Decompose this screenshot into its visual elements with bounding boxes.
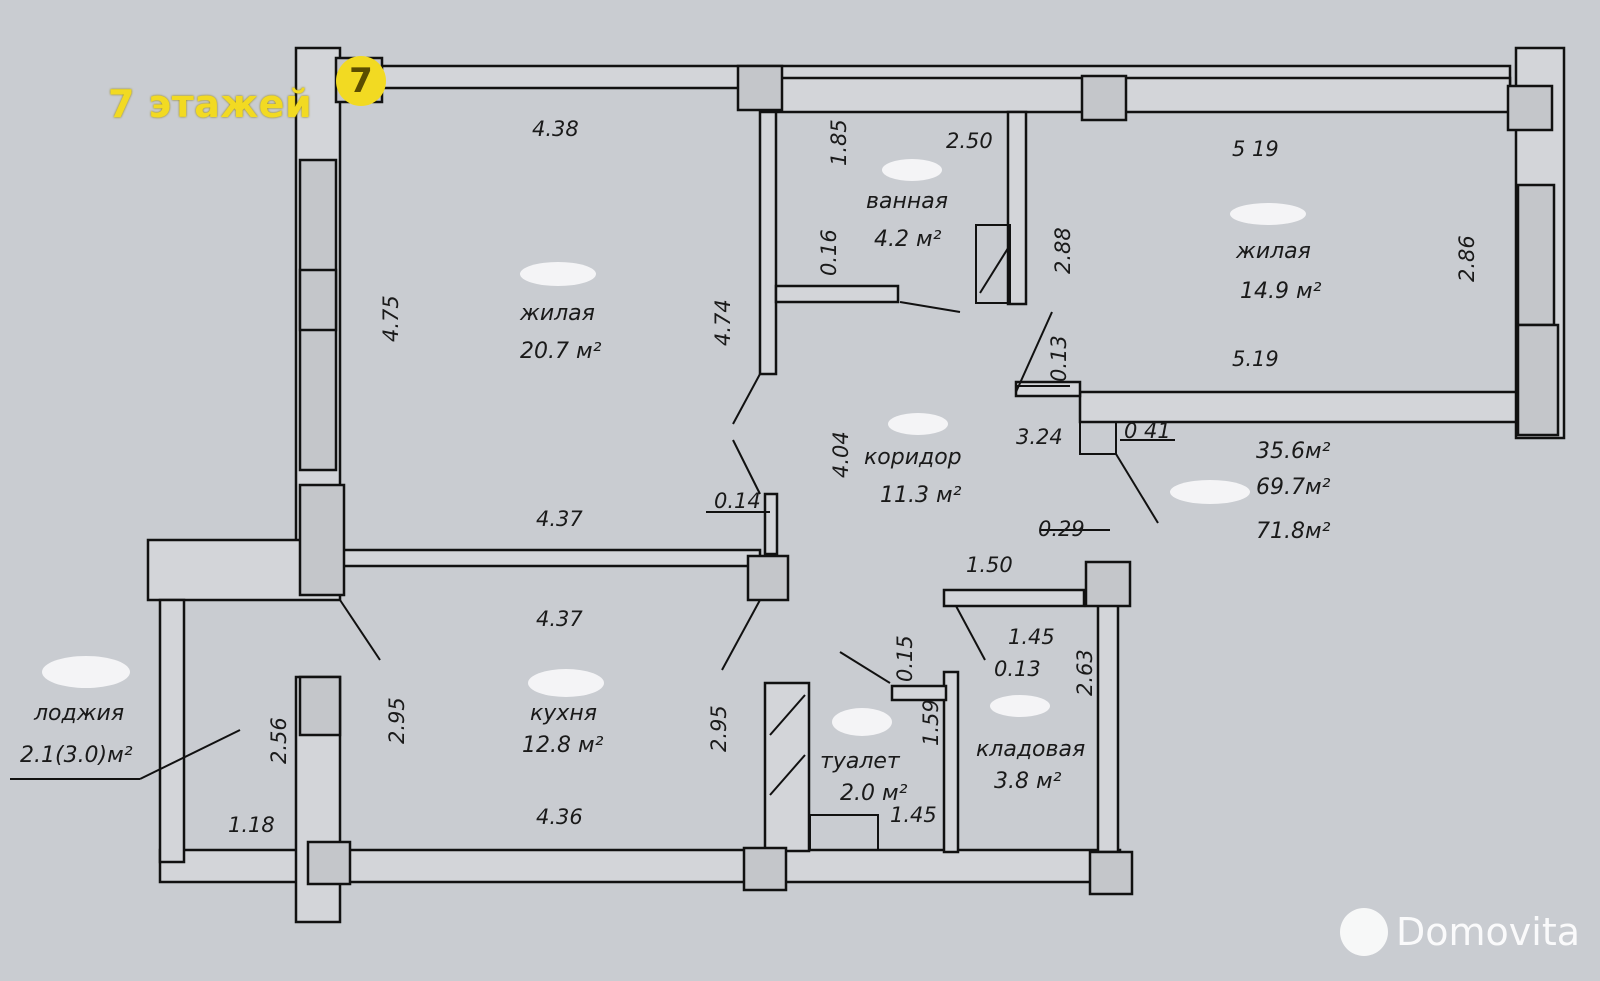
dim: 5.19	[1232, 347, 1279, 371]
dim: 0.13	[994, 657, 1041, 681]
partition-living-kitchen	[338, 548, 762, 568]
dim: 2.50	[946, 129, 993, 153]
room-labels: жилая 20.7 м² ванная 4.2 м² жилая 14.9 м…	[20, 189, 1322, 806]
loggia-wall	[158, 598, 186, 864]
pier-t1	[736, 64, 784, 112]
room-storage-area: 3.8 м²	[994, 769, 1062, 794]
dim: 1.45	[1008, 625, 1055, 649]
door-lines	[10, 301, 1175, 780]
top-wall-right	[768, 76, 1512, 114]
pier-right-low	[1516, 323, 1560, 437]
pier-bl	[306, 840, 352, 886]
dim: 0.13	[1047, 335, 1071, 382]
dim: 4.74	[711, 299, 735, 346]
pier-br	[1088, 850, 1134, 896]
floors-badge: 7 этажей	[108, 82, 313, 126]
niche-diag	[979, 244, 1011, 294]
dim: 0 41	[1124, 419, 1171, 443]
dimension-labels: 4.38 1.85 2.50 5 19 4.75 4.74 0.16 2.88 …	[228, 117, 1479, 837]
dim: 2.63	[1073, 649, 1097, 696]
vent-diag-2	[769, 754, 806, 796]
room-bath-area: 4.2 м²	[874, 227, 942, 252]
right-window	[1516, 183, 1556, 327]
dim: 4.38	[532, 117, 579, 141]
redactions	[42, 159, 1306, 736]
dim: 4.36	[536, 805, 583, 829]
dim: 5 19	[1232, 137, 1279, 161]
pier-mid	[746, 554, 790, 602]
room-loggia-name: лоджия	[33, 701, 124, 726]
corridor-stub	[763, 492, 779, 556]
room-corridor-area: 11.3 м²	[880, 483, 962, 508]
dim: 0.15	[893, 635, 917, 682]
totals: 35.6м² 69.7м² 71.8м²	[1256, 439, 1331, 544]
dim: 1.50	[966, 553, 1013, 577]
dim: 0.14	[714, 489, 761, 513]
pier-bm	[742, 846, 788, 892]
bath-shelf	[774, 284, 900, 304]
dim: 2.88	[1051, 227, 1075, 274]
bath-wall-left	[758, 110, 778, 376]
room-toilet-area: 2.0 м²	[840, 781, 908, 806]
dim: 4.37	[536, 607, 583, 631]
dim: 1.59	[919, 699, 943, 746]
pier-tr	[1506, 84, 1554, 132]
dim: 3.24	[1016, 425, 1063, 449]
vent-diag-1	[769, 694, 806, 736]
pier-loggia	[298, 675, 342, 737]
toilet-top-wall	[890, 684, 948, 702]
dim: 4.75	[379, 295, 403, 342]
living2-south-wall	[1078, 390, 1518, 424]
pier-left-low	[298, 483, 346, 597]
room-living-2-area: 14.9 м²	[1240, 279, 1322, 304]
dim: 0.29	[1038, 517, 1085, 541]
wall-stub	[1079, 421, 1117, 455]
watermark: Domovita	[1340, 906, 1590, 966]
living2-ledge	[1014, 380, 1082, 398]
watermark-brand: Domovita	[1396, 910, 1581, 954]
dim: 1.18	[228, 813, 275, 837]
dim: 2.56	[267, 717, 291, 764]
toilet-left-block	[763, 681, 811, 853]
total-living: 35.6м²	[1256, 439, 1331, 464]
room-corridor-name: коридор	[864, 445, 962, 470]
dim: 2.95	[707, 705, 731, 752]
watermark-logo-icon	[1340, 908, 1388, 956]
dim: 2.86	[1455, 235, 1479, 282]
storage-top-wall	[942, 588, 1086, 608]
room-living-1-area: 20.7 м²	[520, 339, 602, 364]
room-kitchen-name: кухня	[530, 701, 597, 726]
total-area: 69.7м²	[1256, 475, 1331, 500]
logo-icon: 7	[336, 56, 386, 106]
walls	[146, 46, 1566, 924]
room-loggia-area: 2.1(3.0)м²	[20, 743, 133, 768]
pier-storage	[1084, 560, 1132, 608]
room-storage-name: кладовая	[976, 737, 1085, 762]
pier-left-mid	[298, 268, 338, 332]
bath-wall-right	[1006, 110, 1028, 306]
room-bath-name: ванная	[866, 189, 948, 214]
storage-left-wall	[942, 670, 960, 854]
dim: 0.16	[817, 229, 841, 276]
room-living-1-name: жилая	[519, 301, 595, 326]
dim: 1.45	[890, 803, 937, 827]
dim: 1.85	[827, 119, 851, 166]
bath-niche	[975, 224, 1011, 304]
toilet-inner	[809, 814, 879, 851]
room-kitchen-area: 12.8 м²	[522, 733, 604, 758]
room-toilet-name: туалет	[820, 749, 901, 774]
total-with-loggia: 71.8м²	[1256, 519, 1331, 544]
room-living-2-name: жилая	[1235, 239, 1311, 264]
dim: 4.04	[829, 431, 853, 478]
dim: 2.95	[385, 697, 409, 744]
pier-t2	[1080, 74, 1128, 122]
dim: 4.37	[536, 507, 583, 531]
storage-right-wall	[1096, 588, 1120, 854]
